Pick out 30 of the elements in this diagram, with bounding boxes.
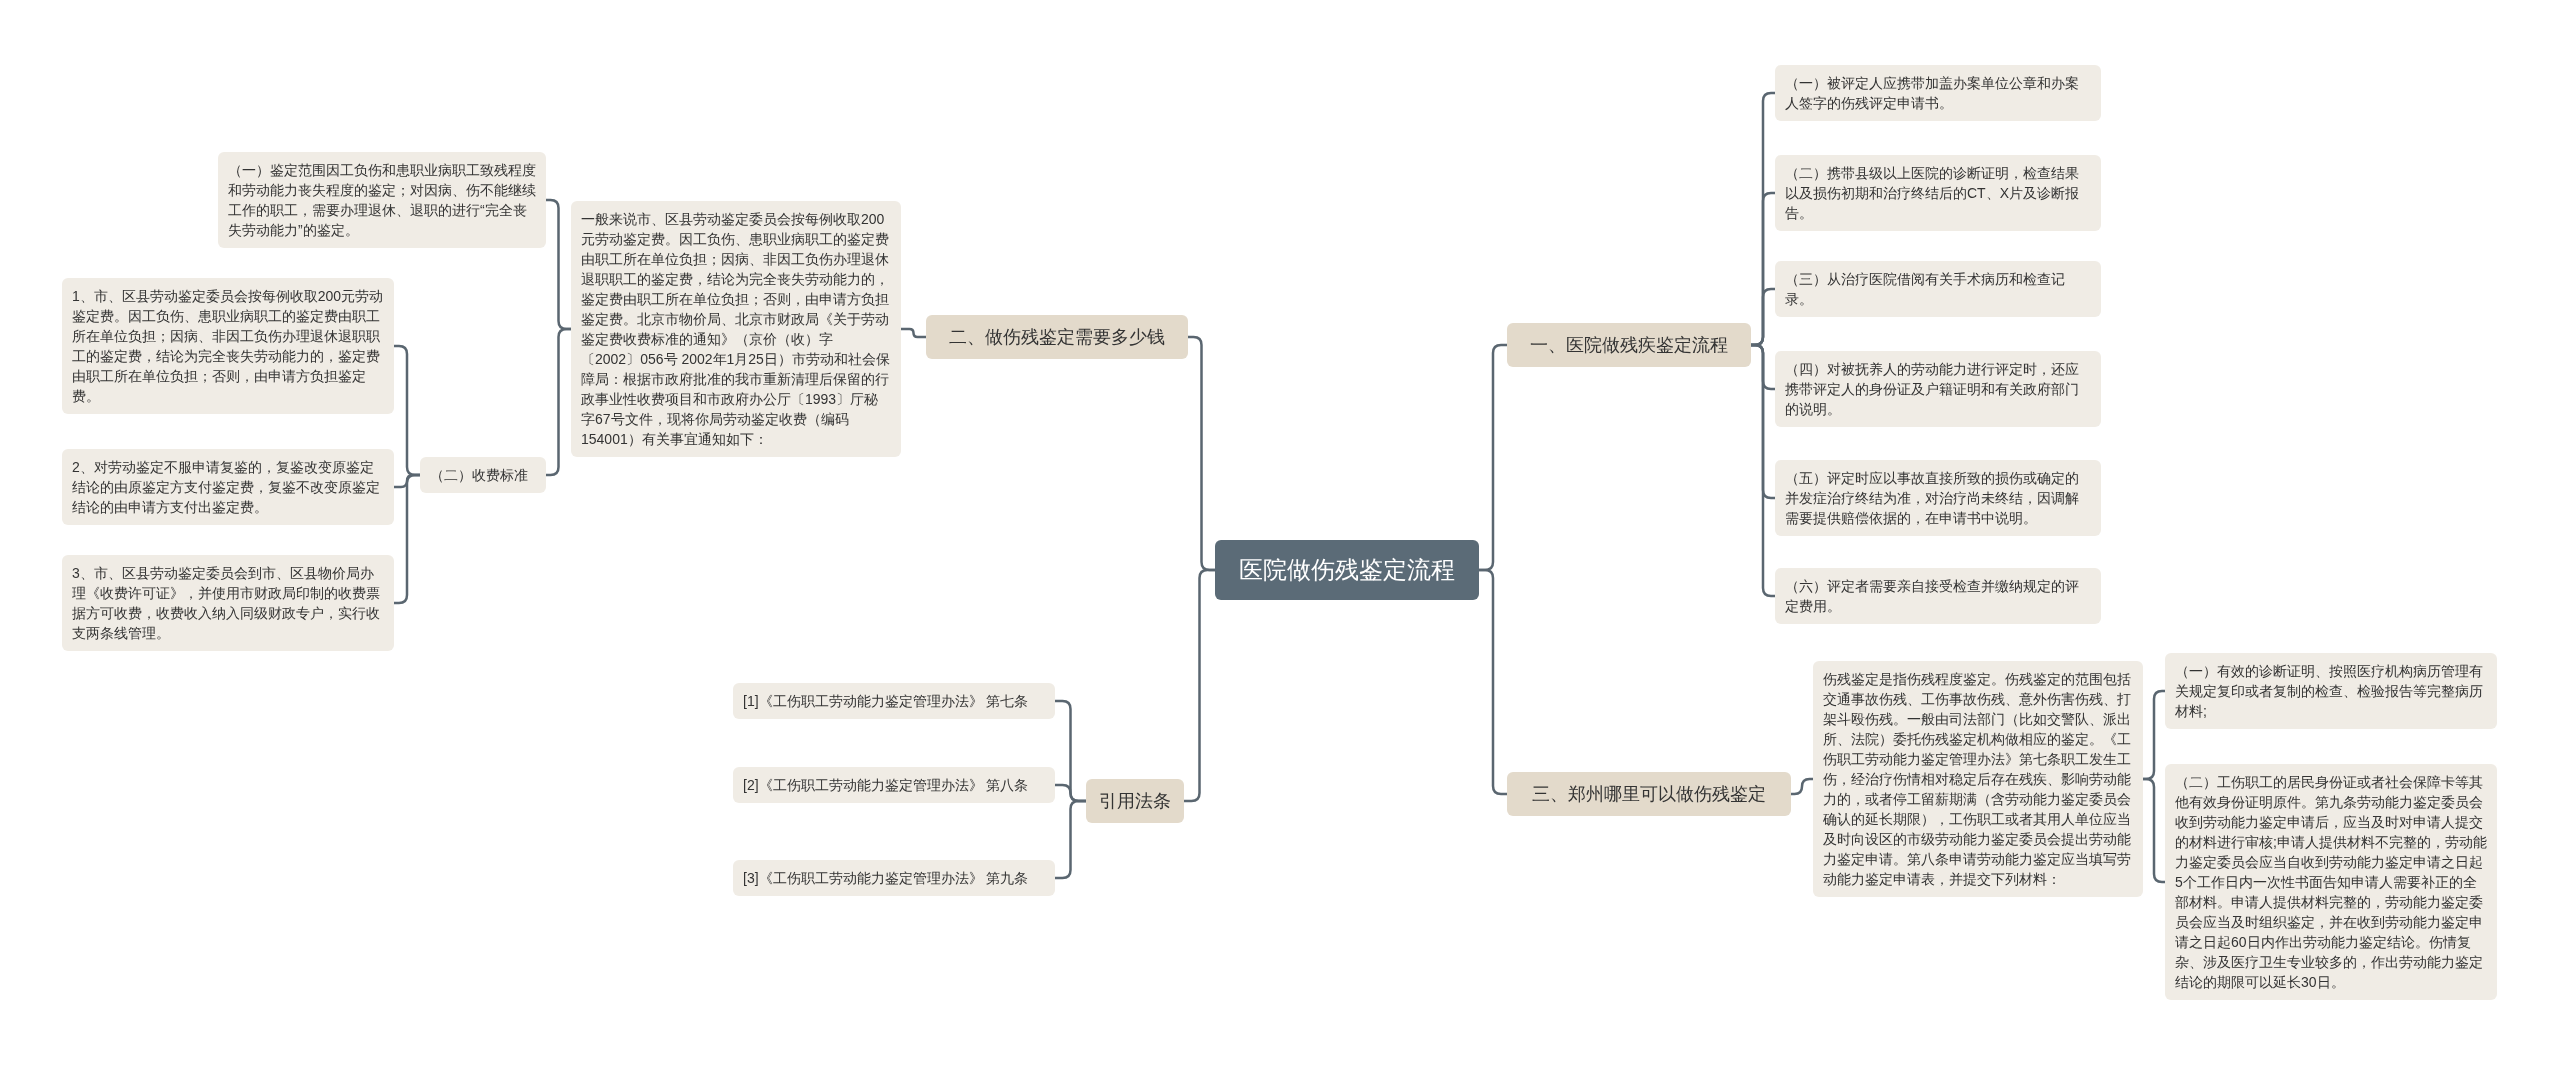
text-box: [3]《工伤职工劳动能力鉴定管理办法》 第九条 bbox=[733, 860, 1055, 896]
branch-topic-box: 三、郑州哪里可以做伤残鉴定 bbox=[1507, 772, 1791, 816]
text-box: （二）收费标准 bbox=[420, 457, 546, 493]
text-box: [1]《工伤职工劳动能力鉴定管理办法》 第七条 bbox=[733, 683, 1055, 719]
connector-line bbox=[394, 473, 420, 605]
text-box: 3、市、区县劳动鉴定委员会到市、区县物价局办理《收费许可证》，并使用市财政局印制的收费票据方可收费，收费收入纳入同级财政专户，实行收支两条线管理。 bbox=[62, 555, 394, 651]
text-box: （五）评定时应以事故直接所致的损伤或确定的并发症治疗终结为准，对治疗尚未终结，因调解需要提供赔偿依据的，在申请书中说明。 bbox=[1775, 460, 2101, 536]
text-box: （三）从治疗医院借阅有关手术病历和检查记录。 bbox=[1775, 261, 2101, 317]
branch-topic-box: 引用法条 bbox=[1086, 779, 1184, 823]
text-box: [2]《工伤职工劳动能力鉴定管理办法》 第八条 bbox=[733, 767, 1055, 803]
text-box: 2、对劳动鉴定不服申请复鉴的，复鉴改变原鉴定结论的由原鉴定方支付鉴定费，复鉴不改变原鉴定结论的由申请方支付出鉴定费。 bbox=[62, 449, 394, 525]
text-box: （一）被评定人应携带加盖办案单位公章和办案人签字的伤残评定申请书。 bbox=[1775, 65, 2101, 121]
connector-line bbox=[2143, 777, 2165, 884]
text-box: （二）携带县级以上医院的诊断证明，检查结果以及损伤初期和治疗终结后的CT、X片及诊断报告。 bbox=[1775, 155, 2101, 231]
root-topic-box: 医院做伤残鉴定流程 bbox=[1215, 540, 1479, 600]
text-box: （一）有效的诊断证明、按照医疗机构病历管理有关规定复印或者复制的检查、检验报告等完整病历材料; bbox=[2165, 653, 2497, 729]
text-box: 伤残鉴定是指伤残程度鉴定。伤残鉴定的范围包括交通事故伤残、工伤事故伤残、意外伤害伤残、打架斗殴伤残。一般由司法部门（比如交警队、派出所、法院）委托伤残鉴定机构做相应的鉴定。《工伤职工劳动能力鉴定管理办法》第七条职工发生工伤，经治疗伤情相对稳定后存在残疾、影响劳动能力的，或者停工留薪期满（含劳动能力鉴定委员会确认的延长期限），工伤职工或者其用人单位应当及时向设区的市级劳动能力鉴定委员会提出劳动能力鉴定申请。第八条申请劳动能力鉴定应当填写劳动能力鉴定申请表，并提交下列材料： bbox=[1813, 661, 2143, 897]
text-box: （四）对被抚养人的劳动能力进行评定时，还应携带评定人的身份证及户籍证明和有关政府部门的说明。 bbox=[1775, 351, 2101, 427]
connector-line bbox=[901, 327, 926, 339]
text-box: 1、市、区县劳动鉴定委员会按每例收取200元劳动鉴定费。因工负伤、患职业病职工的鉴定费由职工所在单位负担；因病、非因工负伤办理退休退职职工的鉴定费，结论为完全丧失劳动能力的，鉴定费由职工所在单位负担；否则，由申请方负担鉴定费。 bbox=[62, 278, 394, 414]
connector-line bbox=[1055, 799, 1086, 880]
text-box: 一般来说市、区县劳动鉴定委员会按每例收取200元劳动鉴定费。因工负伤、患职业病职工的鉴定费由职工所在单位负担；因病、非因工负伤办理退休退职职工的鉴定费，结论为完全丧失劳动能力的，鉴定费由职工所在单位负担；否则，由申请方负担鉴定费。北京市物价局、北京市财政局《关于劳动鉴定费收费标准的通知》（京价（收）字〔2002〕056号 2002年1月25日）市劳动和社会保障局：根据市政府批准的我市重新清理后保留的行政事业性收费项目和市政府办公厅〔1993〕厅秘字67号文件，现将你局劳动鉴定收费（编码154001）有关事宜通知如下： bbox=[571, 201, 901, 457]
connector-line bbox=[1751, 343, 1775, 598]
branch-topic-box: 一、医院做残疾鉴定流程 bbox=[1507, 323, 1751, 367]
branch-topic-box: 二、做伤残鉴定需要多少钱 bbox=[926, 315, 1188, 359]
connector-line bbox=[1184, 568, 1215, 803]
text-box: （六）评定者需要亲自接受检查并缴纳规定的评定费用。 bbox=[1775, 568, 2101, 624]
text-box: （一）鉴定范围因工负伤和患职业病职工致残程度和劳动能力丧失程度的鉴定；对因病、伤不能继续工作的职工，需要办理退休、退职的进行“完全丧失劳动能力”的鉴定。 bbox=[218, 152, 546, 248]
text-box: （二）工伤职工的居民身份证或者社会保障卡等其他有效身份证明原件。第九条劳动能力鉴定委员会收到劳动能力鉴定申请后，应当及时对申请人提交的材料进行审核;申请人提供材料不完整的，劳动能力鉴定委员会应当自收到劳动能力鉴定申请之日起5个工作日内一次性书面告知申请人需要补正的全部材料。申请人提供材料完整的，劳动能力鉴定委员会应当及时组织鉴定，并在收到劳动能力鉴定申请之日起60日内作出劳动能力鉴定结论。伤情复杂、涉及医疗卫生专业较多的，作出劳动能力鉴定结论的期限可以延长30日。 bbox=[2165, 764, 2497, 1000]
connector-line bbox=[1791, 777, 1813, 796]
